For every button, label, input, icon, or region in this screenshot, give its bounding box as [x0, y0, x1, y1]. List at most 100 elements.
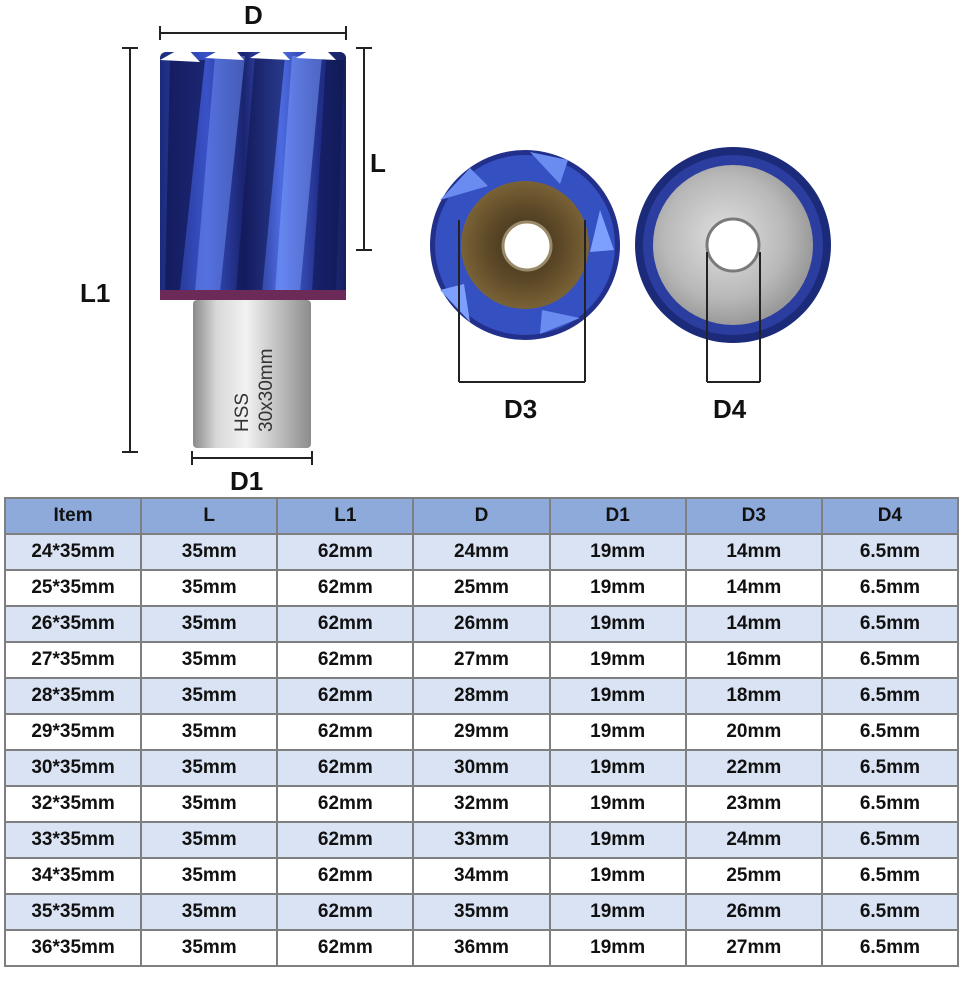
product-diagram: HSS 30x30mm D L L1 D1	[80, 0, 831, 495]
table-cell: 6.5mm	[820, 569, 960, 607]
table-cell: 34*35mm	[3, 857, 143, 895]
table-cell: 6.5mm	[820, 641, 960, 679]
table-cell: 32mm	[412, 785, 551, 823]
column-header: D1	[548, 497, 687, 535]
table-cell: 35mm	[140, 677, 279, 715]
table-cell: 35mm	[140, 857, 279, 895]
table-cell: 33*35mm	[3, 821, 143, 859]
table-cell: 35mm	[140, 749, 279, 787]
table-cell: 6.5mm	[820, 605, 960, 643]
table-cell: 25mm	[684, 857, 823, 895]
table-cell: 19mm	[548, 677, 687, 715]
table-cell: 14mm	[684, 533, 823, 571]
table-cell: 62mm	[276, 713, 415, 751]
column-header: L1	[276, 497, 415, 535]
table-cell: 35mm	[140, 533, 279, 571]
dim-label-d3: D3	[504, 394, 537, 424]
table-cell: 20mm	[684, 713, 823, 751]
table-cell: 27*35mm	[3, 641, 143, 679]
table-cell: 32*35mm	[3, 785, 143, 823]
column-header: D4	[820, 497, 960, 535]
table-cell: 25mm	[412, 569, 551, 607]
table-header-row: Item L L1 D D1 D3 D4	[3, 497, 960, 535]
table-cell: 24mm	[412, 533, 551, 571]
table-cell: 26mm	[684, 893, 823, 931]
table-cell: 36*35mm	[3, 929, 143, 967]
table-cell: 62mm	[276, 749, 415, 787]
d3-dimension	[458, 220, 586, 383]
table-cell: 19mm	[548, 641, 687, 679]
column-header: D3	[684, 497, 823, 535]
table-cell: 6.5mm	[820, 677, 960, 715]
table-cell: 19mm	[548, 857, 687, 895]
cutter-back-view	[635, 147, 831, 343]
dimension-lines	[122, 26, 372, 465]
table-cell: 35mm	[140, 929, 279, 967]
table-cell: 6.5mm	[820, 533, 960, 571]
table-cell: 19mm	[548, 821, 687, 859]
table-cell: 14mm	[684, 605, 823, 643]
column-header: D	[412, 497, 551, 535]
table-cell: 35mm	[140, 569, 279, 607]
table-cell: 35mm	[140, 605, 279, 643]
table-cell: 22mm	[684, 749, 823, 787]
table-cell: 19mm	[548, 929, 687, 967]
table-cell: 35mm	[140, 713, 279, 751]
table-cell: 62mm	[276, 785, 415, 823]
table-cell: 23mm	[684, 785, 823, 823]
table-cell: 26*35mm	[3, 605, 143, 643]
table-cell: 28*35mm	[3, 677, 143, 715]
table-cell: 62mm	[276, 821, 415, 859]
table-cell: 35*35mm	[3, 893, 143, 931]
table-cell: 26mm	[412, 605, 551, 643]
table-cell: 33mm	[412, 821, 551, 859]
table-cell: 27mm	[412, 641, 551, 679]
table-cell: 30mm	[412, 749, 551, 787]
table-cell: 62mm	[276, 641, 415, 679]
d4-dimension	[706, 252, 761, 383]
column-header: L	[140, 497, 279, 535]
table-cell: 25*35mm	[3, 569, 143, 607]
table-cell: 27mm	[684, 929, 823, 967]
table-cell: 6.5mm	[820, 821, 960, 859]
table-cell: 24*35mm	[3, 533, 143, 571]
cutter-front-view	[430, 150, 620, 340]
table-cell: 6.5mm	[820, 929, 960, 967]
table-cell: 62mm	[276, 677, 415, 715]
table-cell: 16mm	[684, 641, 823, 679]
table-cell: 19mm	[548, 713, 687, 751]
table-cell: 24mm	[684, 821, 823, 859]
shank-marking-size: 30x30mm	[256, 349, 277, 432]
shank-marking-hss: HSS	[232, 393, 253, 432]
dim-label-l1: L1	[80, 278, 110, 308]
table-cell: 62mm	[276, 605, 415, 643]
table-cell: 34mm	[412, 857, 551, 895]
table-cell: 62mm	[276, 929, 415, 967]
table-cell: 6.5mm	[820, 713, 960, 751]
table-cell: 35mm	[140, 821, 279, 859]
table-cell: 30*35mm	[3, 749, 143, 787]
column-header: Item	[3, 497, 143, 535]
table-cell: 35mm	[412, 893, 551, 931]
table-cell: 35mm	[140, 785, 279, 823]
dim-label-d4: D4	[713, 394, 747, 424]
table-cell: 62mm	[276, 857, 415, 895]
table-cell: 36mm	[412, 929, 551, 967]
table-cell: 19mm	[548, 749, 687, 787]
table-cell: 14mm	[684, 569, 823, 607]
table-cell: 6.5mm	[820, 893, 960, 931]
table-cell: 62mm	[276, 569, 415, 607]
table-cell: 6.5mm	[820, 749, 960, 787]
table-cell: 19mm	[548, 533, 687, 571]
